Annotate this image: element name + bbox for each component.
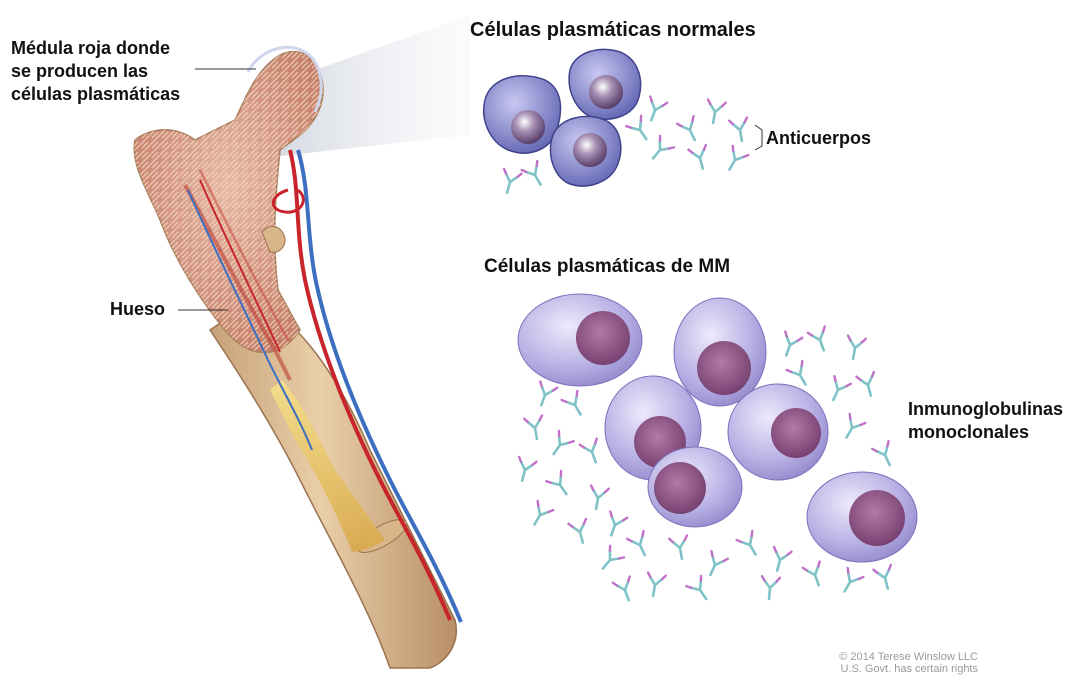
copyright-line: © 2014 Terese Winslow LLC xyxy=(839,651,978,663)
marrow-label-line: células plasmáticas xyxy=(11,83,180,106)
immunoglobulins-label-line: monoclonales xyxy=(908,421,1063,444)
bone-label: Hueso xyxy=(110,298,165,321)
myeloma-cells xyxy=(518,294,917,562)
normal-plasma-cell xyxy=(550,116,620,185)
normal-plasma-cell xyxy=(484,76,561,153)
marrow-label: Médula roja donde se producen las célula… xyxy=(11,37,180,106)
antibodies-label: Anticuerpos xyxy=(766,127,871,150)
immunoglobulins-label: Inmunoglobulinas monoclonales xyxy=(908,398,1063,444)
myeloma-cell xyxy=(674,298,766,406)
marrow-label-line: Médula roja donde xyxy=(11,37,180,60)
myeloma-cell xyxy=(518,294,642,386)
marrow-label-line: se producen las xyxy=(11,60,180,83)
normal-plasma-cells xyxy=(484,49,641,186)
myeloma-cell xyxy=(648,447,742,527)
copyright-line: U.S. Govt. has certain rights xyxy=(839,663,978,675)
normal-cells-title: Células plasmáticas normales xyxy=(470,18,756,42)
immunoglobulins-label-line: Inmunoglobulinas xyxy=(908,398,1063,421)
mm-cells-title: Células plasmáticas de MM xyxy=(484,255,730,278)
myeloma-cell xyxy=(807,472,917,562)
normal-plasma-cell xyxy=(569,49,640,119)
myeloma-cell xyxy=(728,384,828,480)
antibodies-bracket xyxy=(755,125,762,150)
copyright-credit: © 2014 Terese Winslow LLC U.S. Govt. has… xyxy=(839,651,978,675)
